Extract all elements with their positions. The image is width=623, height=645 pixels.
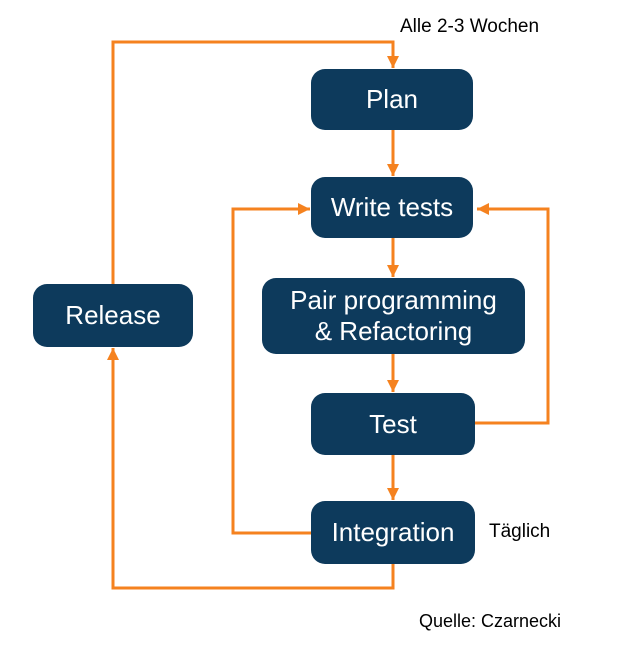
- cycle-interval-note: Alle 2-3 Wochen: [400, 16, 540, 37]
- node-release: Release: [33, 284, 193, 347]
- node-pair-label-line1: Pair programming: [290, 285, 497, 315]
- node-pair-label-line2: & Refactoring: [314, 316, 473, 346]
- node-pair-programming-refactoring: Pair programming & Refactoring: [262, 278, 525, 354]
- edge-integration-to-write-tests: [231, 203, 311, 535]
- node-plan-label: Plan: [365, 84, 419, 114]
- source-credit: Quelle: Czarnecki: [419, 611, 562, 631]
- node-write-tests-label: Write tests: [330, 192, 454, 222]
- node-test-label: Test: [369, 408, 417, 439]
- node-test: Test: [311, 393, 475, 455]
- daily-interval-note: Täglich: [489, 521, 551, 542]
- node-release-label: Release: [65, 300, 161, 330]
- node-integration: Integration: [311, 501, 475, 564]
- node-plan: Plan: [311, 69, 473, 130]
- node-integration-label: Integration: [331, 517, 455, 547]
- node-write-tests: Write tests: [311, 177, 473, 238]
